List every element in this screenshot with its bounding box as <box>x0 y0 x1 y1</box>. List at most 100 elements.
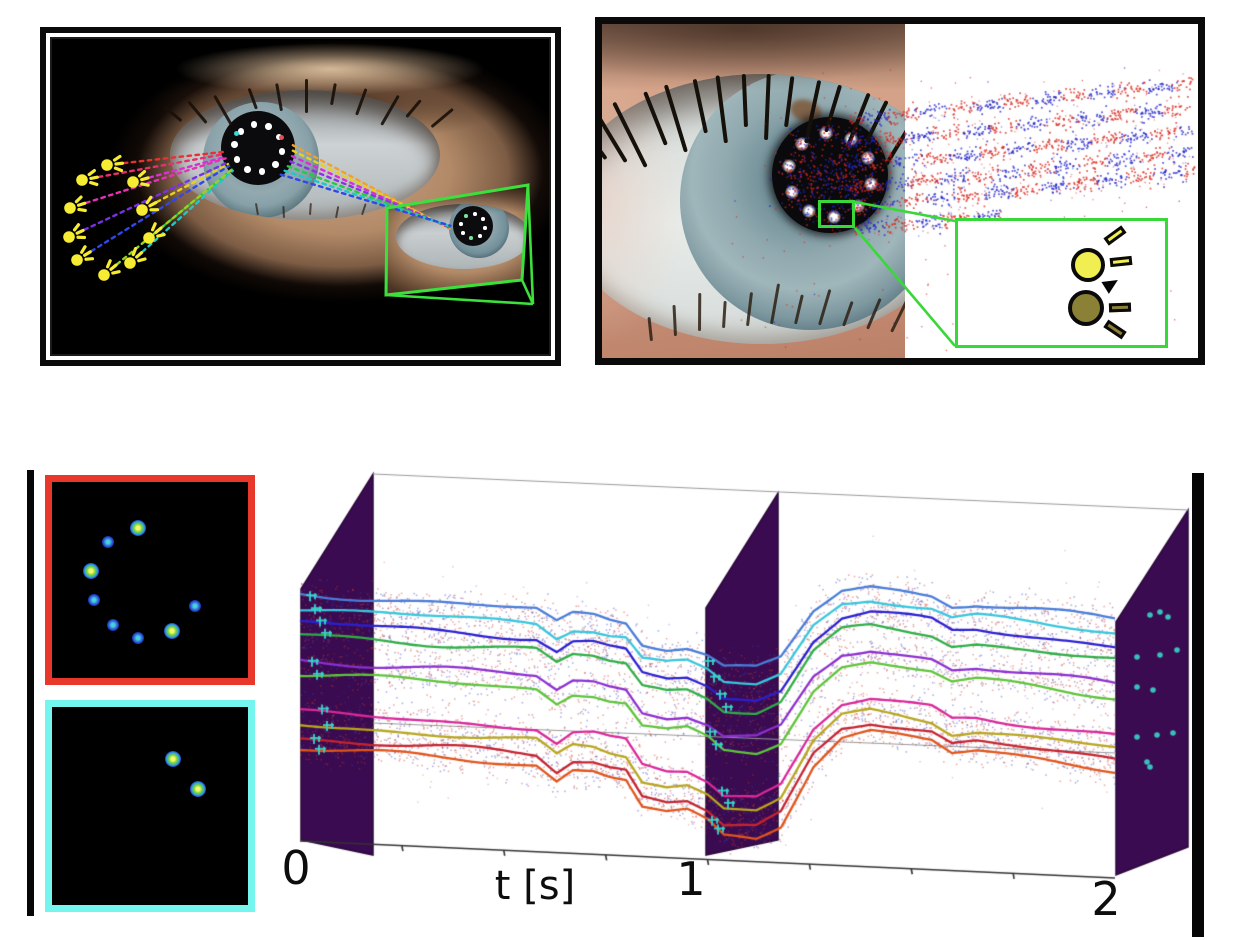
glint-dot <box>250 121 258 128</box>
glint-heat-dot <box>165 751 181 767</box>
projection-ray-line <box>279 173 452 227</box>
led-ray-icon <box>1103 225 1127 246</box>
inset-glint-dot <box>469 236 473 240</box>
led-ray-icon <box>137 257 147 263</box>
led-ray-icon <box>1103 319 1127 340</box>
led-ray-icon <box>150 222 157 232</box>
panel-led-illumination <box>40 27 561 366</box>
led-ray-icon <box>111 270 121 275</box>
glint-zoom-square <box>818 200 855 228</box>
led-ray-icon <box>140 182 150 187</box>
led-ray-line <box>148 162 230 207</box>
led-off-icon <box>1068 290 1104 326</box>
led-ray-icon <box>83 250 92 257</box>
led-ray-icon <box>138 169 147 178</box>
led-ray-icon <box>156 233 166 238</box>
glint-heat-dot <box>164 623 180 639</box>
led-icon <box>64 202 76 214</box>
led-icon <box>124 257 136 269</box>
led-ray-icon <box>80 245 87 254</box>
led-ray-line <box>109 168 233 271</box>
led-ray-icon <box>72 223 81 232</box>
led-ray-icon <box>1109 255 1133 268</box>
led-ray-icon <box>76 201 87 207</box>
inset-glint-dot <box>481 217 485 221</box>
led-icon <box>63 231 75 243</box>
led-icon <box>143 232 155 244</box>
glint-dot <box>233 156 241 163</box>
led-icon <box>101 159 113 171</box>
panel-event-stream <box>595 17 1205 365</box>
led-ray-icon <box>89 180 99 187</box>
led-icon <box>71 254 83 266</box>
led-ray-line <box>83 164 231 257</box>
inset-glint-dot <box>473 212 477 216</box>
glint-dot <box>244 166 251 173</box>
glint-dot <box>237 128 245 135</box>
led-ray-icon <box>112 154 122 162</box>
glint-heat-dot <box>88 594 100 606</box>
x-axis-label: t [s] <box>494 863 576 909</box>
led-ray-icon <box>74 195 83 204</box>
led-ray-icon <box>114 161 125 166</box>
led-ray-icon <box>75 228 85 235</box>
upper-lash <box>305 79 308 113</box>
pupil-with-glints <box>221 111 295 185</box>
glint-dot <box>231 141 238 148</box>
x-tick-label-2: 2 <box>1091 872 1121 926</box>
zoom-wedge-overlay <box>854 200 956 347</box>
led-scene <box>50 37 551 356</box>
glint-dot-red <box>279 134 285 140</box>
led-ray-line <box>135 169 234 259</box>
led-ray-line <box>77 157 227 207</box>
frustum-edge <box>385 293 534 306</box>
led-ray-line <box>140 155 227 181</box>
glint-heat-dot <box>107 619 119 631</box>
right-divider-bar <box>1192 473 1204 937</box>
led-state-inset <box>955 218 1168 348</box>
glint-heat-dot <box>190 781 206 797</box>
left-divider-bar <box>27 470 34 916</box>
wedge-line <box>854 200 956 223</box>
led-ray-icon <box>84 257 95 261</box>
led-icon <box>98 269 110 281</box>
led-ray-icon <box>109 263 118 271</box>
glint-map-frame-on <box>45 475 255 685</box>
toggle-arrow-icon <box>1101 274 1122 294</box>
led-ray-icon <box>89 175 99 180</box>
glint-map-frame-tracked <box>45 700 255 912</box>
inset-glint-dot <box>478 234 482 238</box>
led-ray-icon <box>140 176 150 182</box>
eyelashes <box>52 39 549 354</box>
camera-image-plane <box>384 183 530 297</box>
led-ray-line <box>114 150 226 166</box>
led-ray-icon <box>145 195 153 205</box>
led-ray-icon <box>87 169 96 177</box>
led-ray-icon <box>1108 302 1132 313</box>
glint-heat-dot <box>132 632 144 644</box>
inset-glint-dot <box>464 214 468 218</box>
event-scene <box>602 24 1198 358</box>
led-ray-icon <box>105 259 112 269</box>
inset-glint-dot <box>461 231 465 235</box>
led-ray-icon <box>135 251 144 259</box>
glint-dot <box>258 168 266 175</box>
inset-eye-opening <box>396 204 528 269</box>
led-rays-overlay <box>63 144 535 306</box>
inset-glint-dot <box>459 222 463 226</box>
frustum-edge <box>520 279 535 305</box>
led-ray-line <box>89 152 226 180</box>
inset-glint-dot <box>483 226 487 230</box>
x-tick-label-0: 0 <box>281 841 311 895</box>
glint-heat-dot <box>83 563 99 579</box>
glint-heat-dot <box>130 520 146 536</box>
glint-dot-cyan <box>234 130 240 136</box>
led-on-icon <box>1071 248 1105 282</box>
wedge-line <box>854 227 956 347</box>
x-tick-label-1: 1 <box>676 852 706 906</box>
glint-dot <box>278 148 286 155</box>
led-icon <box>136 204 148 216</box>
led-ray-icon <box>131 246 138 257</box>
glint-heat-dot <box>102 536 114 548</box>
